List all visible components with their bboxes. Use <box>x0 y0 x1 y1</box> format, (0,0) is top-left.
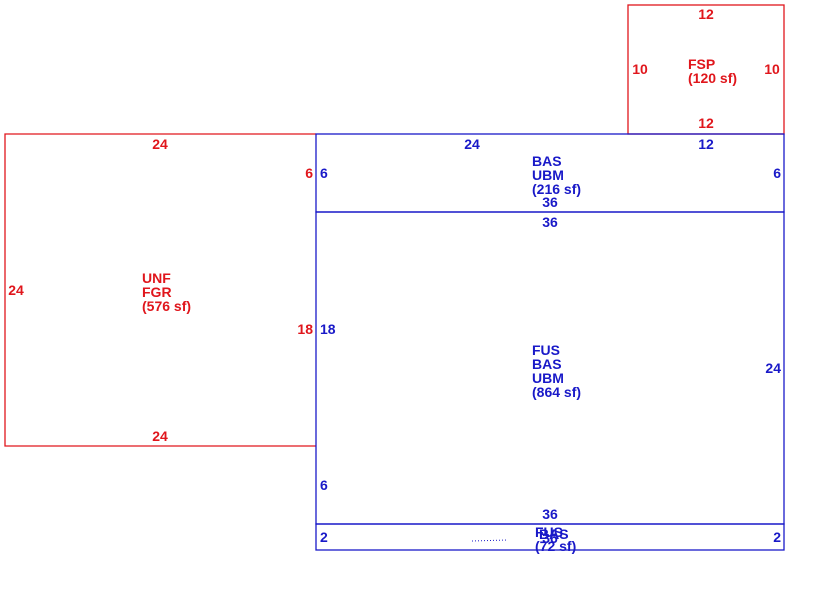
unf-label-area: (576 sf) <box>142 298 191 314</box>
main-area: 36 18 6 24 36 FUS BAS UBM (864 sf) <box>320 214 781 522</box>
fsp-area: 12 12 10 10 FSP (120 sf) <box>632 6 780 131</box>
bas-top-label-code: BAS <box>532 153 562 169</box>
main-dim-left-lower: 6 <box>320 477 328 493</box>
unf-dim-left: 24 <box>8 282 24 298</box>
strip-label-area: (72 sf) <box>535 538 576 554</box>
dotted-mark <box>471 539 509 542</box>
strip-label-code-2: BAS <box>539 526 569 542</box>
fsp-label-area: (120 sf) <box>688 70 737 86</box>
bas-top-dim-bottom: 36 <box>542 194 558 210</box>
main-dim-top: 36 <box>542 214 558 230</box>
main-label-area: (864 sf) <box>532 384 581 400</box>
fsp-dim-right: 10 <box>764 61 780 77</box>
unf-dim-top: 24 <box>152 136 168 152</box>
unf-dim-right-lower: 18 <box>297 321 313 337</box>
bas-top-dim-top-right: 12 <box>698 136 714 152</box>
bas-top-label-area: (216 sf) <box>532 181 581 197</box>
bas-top-dim-left: 6 <box>320 165 328 181</box>
fsp-dim-top: 12 <box>698 6 714 22</box>
bas-top-dim-right: 6 <box>773 165 781 181</box>
bottom-strip-area: 2 2 36 FUS BAS (72 sf) <box>320 524 781 554</box>
main-dim-left-upper: 18 <box>320 321 336 337</box>
red-outlines <box>4 4 785 447</box>
main-label-type: UBM <box>532 370 564 386</box>
bas-top-dim-top-left: 24 <box>464 136 480 152</box>
bas-top-label-type: UBM <box>532 167 564 183</box>
blue-outlines <box>315 133 785 551</box>
unf-area: 24 24 24 6 18 UNF FGR (576 sf) <box>8 136 313 444</box>
fsp-dim-bottom: 12 <box>698 115 714 131</box>
bottom-strip-outline <box>315 523 785 551</box>
unf-label-type: FGR <box>142 284 172 300</box>
unf-label-code: UNF <box>142 270 171 286</box>
unf-dim-right-upper: 6 <box>305 165 313 181</box>
main-label-code-1: FUS <box>532 342 560 358</box>
main-dim-right: 24 <box>765 360 781 376</box>
fsp-label-code: FSP <box>688 56 715 72</box>
strip-label-code-1: FUS <box>535 524 563 540</box>
fsp-dim-left: 10 <box>632 61 648 77</box>
strip-dim-right: 2 <box>773 529 781 545</box>
strip-dim-bottom: 36 <box>542 530 558 546</box>
strip-dim-left: 2 <box>320 529 328 545</box>
bas-top-area: 24 12 6 6 36 BAS UBM (216 sf) <box>320 136 781 210</box>
unf-outline <box>4 133 316 447</box>
unf-dim-bottom: 24 <box>152 428 168 444</box>
main-label-code-2: BAS <box>532 356 562 372</box>
main-dim-bottom: 36 <box>542 506 558 522</box>
